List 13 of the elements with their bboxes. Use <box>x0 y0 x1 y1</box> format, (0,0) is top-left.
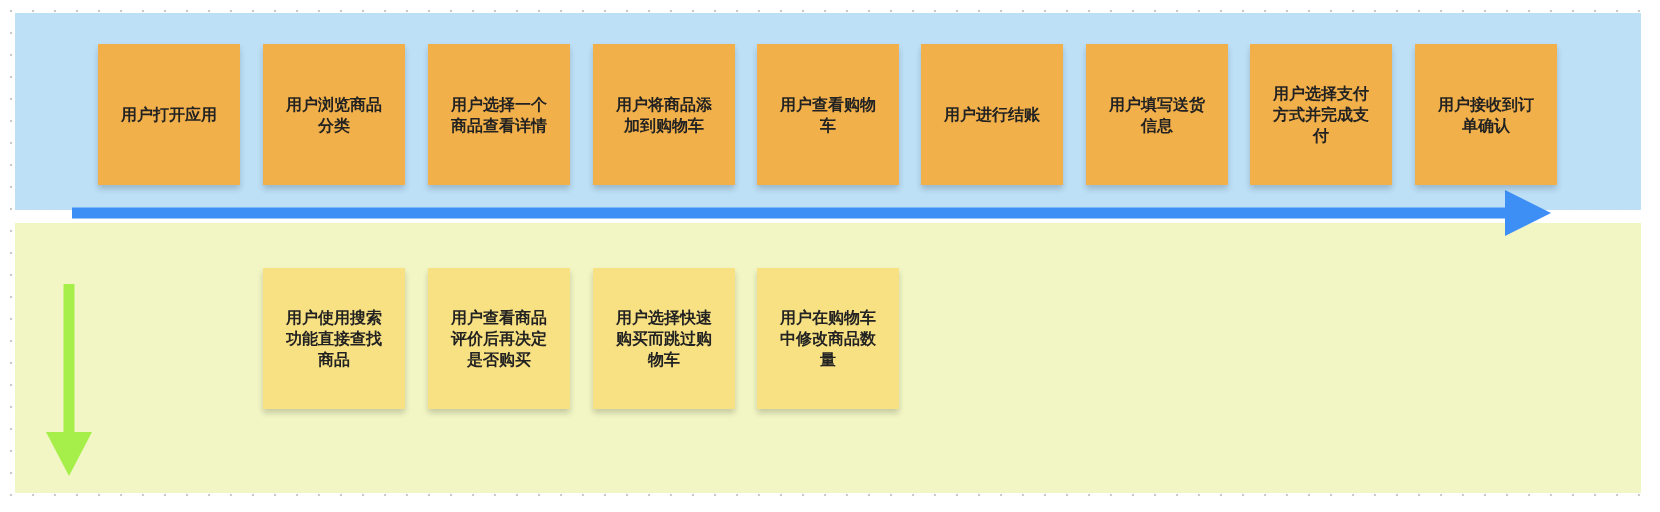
sticky-note: 用户打开应用 <box>98 44 240 185</box>
sticky-note: 用户选择支付方式并完成支付 <box>1250 44 1392 185</box>
sticky-note: 用户浏览商品分类 <box>263 44 405 185</box>
sticky-note: 用户选择一个商品查看详情 <box>428 44 570 185</box>
sticky-note: 用户将商品添加到购物车 <box>593 44 735 185</box>
sticky-note: 用户选择快速购买而跳过购物车 <box>593 268 735 409</box>
sticky-note: 用户填写送货信息 <box>1086 44 1228 185</box>
sticky-note: 用户查看购物车 <box>757 44 899 185</box>
sticky-note: 用户接收到订单确认 <box>1415 44 1557 185</box>
sticky-note: 用户在购物车中修改商品数量 <box>757 268 899 409</box>
sticky-note: 用户使用搜索功能直接查找商品 <box>263 268 405 409</box>
sticky-note: 用户查看商品评价后再决定是否购买 <box>428 268 570 409</box>
sticky-note: 用户进行结账 <box>921 44 1063 185</box>
